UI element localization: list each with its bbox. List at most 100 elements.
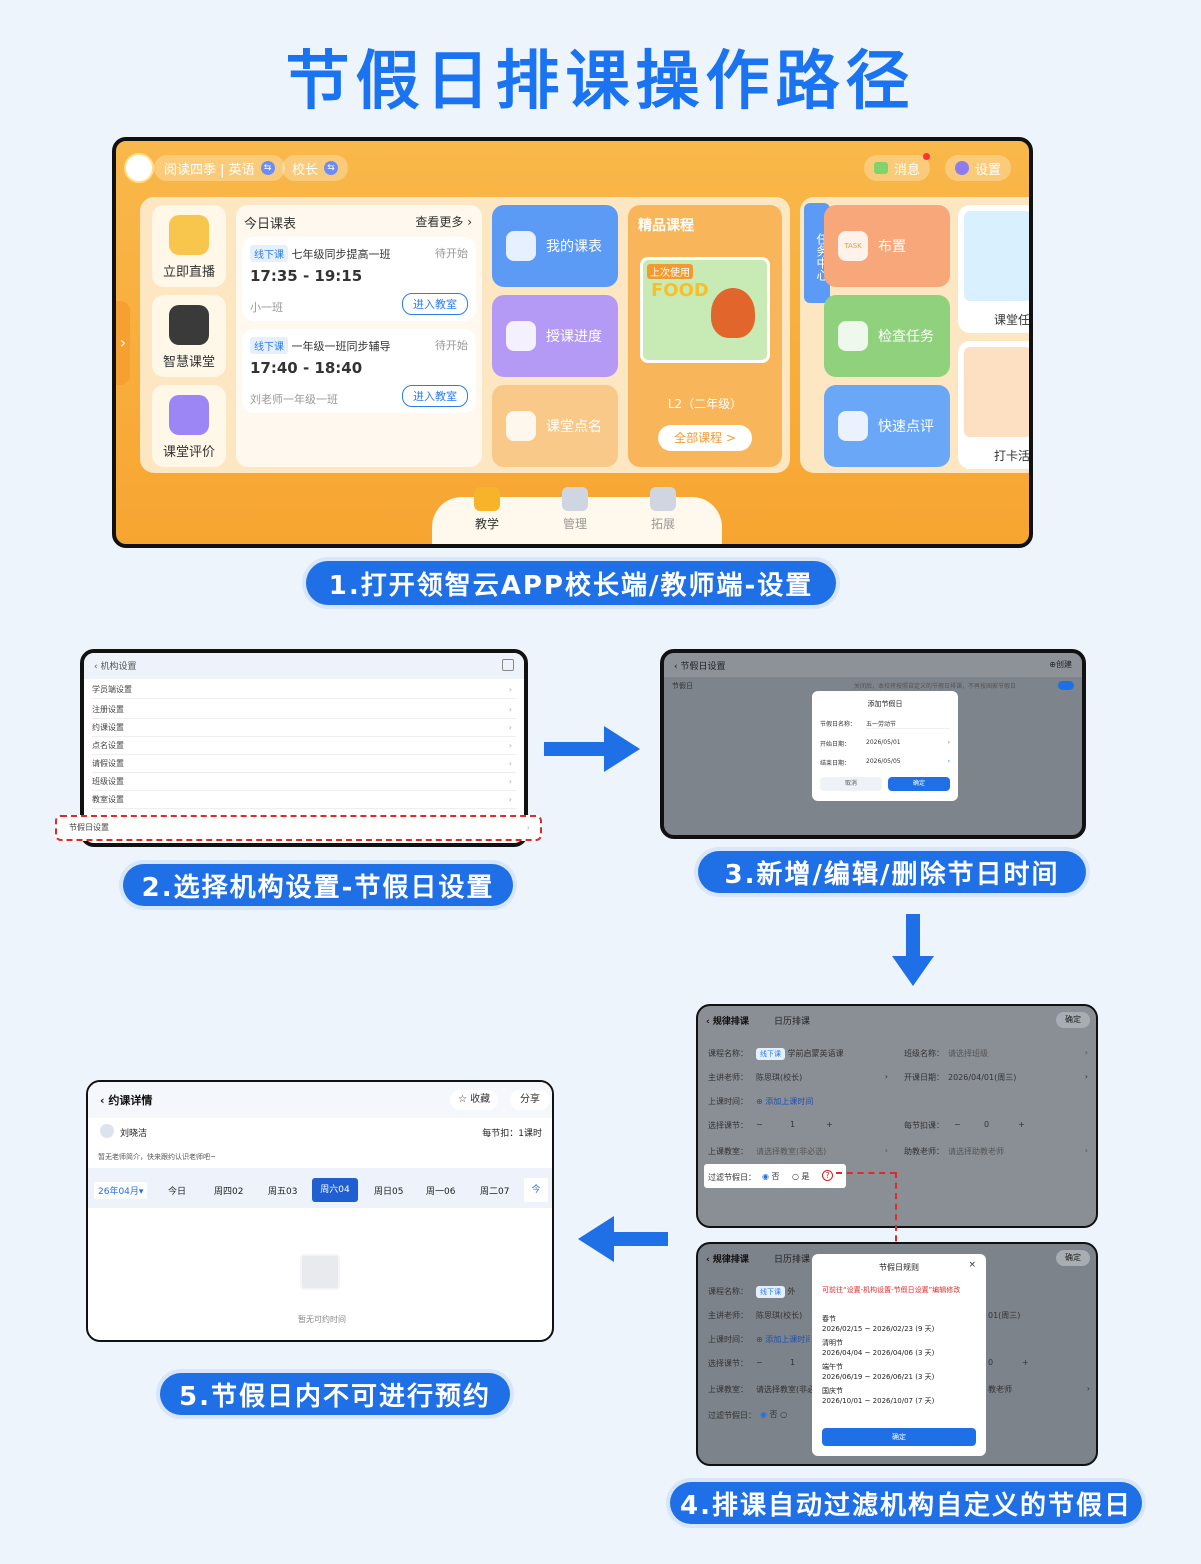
tab-teaching[interactable]: 教学 <box>470 487 504 532</box>
day-tab[interactable]: 今日 <box>168 1187 187 1197</box>
course-field[interactable]: 线下课 外 <box>756 1286 796 1298</box>
all-courses-button[interactable]: 全部课程 > <box>658 425 752 451</box>
day-tab[interactable]: 周日05 <box>374 1187 404 1197</box>
class-select[interactable]: 请选择班级› <box>948 1048 1088 1058</box>
class-review-button[interactable]: 课堂评价 <box>152 385 226 467</box>
collect-button[interactable]: ☆ 收藏 <box>450 1090 499 1110</box>
open-date-picker[interactable]: 01(周三) <box>988 1311 1021 1320</box>
calendar-schedule-tab[interactable]: 日历排课 <box>774 1255 811 1265</box>
book-illustration <box>964 211 1029 301</box>
holiday-name-input[interactable]: 五一劳动节 <box>866 719 950 729</box>
tab-extend[interactable]: 拓展 <box>646 487 680 532</box>
assist-select[interactable]: 教老师› <box>988 1384 1090 1394</box>
day-tab-selected[interactable]: 周六04 <box>312 1178 358 1202</box>
booking-back[interactable]: ‹ 约课详情 <box>100 1094 153 1107</box>
day-tab[interactable]: 周一06 <box>426 1187 456 1197</box>
my-schedule-tile[interactable]: 我的课表 <box>492 205 618 287</box>
confirm-button[interactable]: 确定 <box>1056 1012 1090 1028</box>
ok-button[interactable]: 确定 <box>888 777 950 791</box>
lessons-stepper[interactable]: −1+ <box>756 1120 833 1129</box>
end-date-picker[interactable]: 2026/05/05› <box>866 758 950 765</box>
holiday-back[interactable]: ‹ 节假日设置 <box>674 662 726 672</box>
progress-tile[interactable]: 授课进度 <box>492 295 618 377</box>
month-picker[interactable]: 26年04月▾ <box>94 1182 148 1199</box>
day-tab[interactable]: 周二07 <box>480 1187 510 1197</box>
confirm-button[interactable]: 确定 <box>1056 1250 1090 1266</box>
org-item[interactable]: 班级设置› <box>92 773 516 791</box>
see-more-label: 查看更多 <box>415 215 464 229</box>
filter-no-radio[interactable]: ◉ 否 ○ <box>760 1410 788 1419</box>
create-label: 创建 <box>1056 660 1072 669</box>
open-date-picker[interactable]: 2026/04/01(周三)› <box>948 1072 1088 1082</box>
roll-call-label: 课堂点名 <box>546 419 602 435</box>
regular-schedule-tab[interactable]: ‹ 规律排课 <box>706 1255 749 1265</box>
enter-classroom-button[interactable]: 进入教室 <box>402 293 468 315</box>
roll-call-tile[interactable]: 课堂点名 <box>492 385 618 467</box>
tab-manage[interactable]: 管理 <box>558 487 592 532</box>
course-level: L2（二年级） <box>667 397 743 411</box>
org-item[interactable]: 注册设置› <box>92 701 516 719</box>
deduct-stepper[interactable]: 0+ <box>988 1358 1029 1367</box>
day-tab[interactable]: 周四02 <box>214 1187 244 1197</box>
cancel-button[interactable]: 取消 <box>820 777 882 791</box>
org-header-title[interactable]: ‹ 机构设置 <box>94 662 137 672</box>
holiday-settings-item[interactable]: 节假日设置› <box>55 815 542 841</box>
avatar[interactable] <box>124 153 154 183</box>
checkin-card[interactable]: 打卡活 <box>958 341 1029 469</box>
see-more-link[interactable]: 查看更多 › <box>415 215 472 229</box>
live-icon <box>169 215 209 255</box>
lesson-class: 刘老师一年级一班 <box>250 393 338 406</box>
filter-no-radio[interactable]: ◉ 否 <box>762 1172 780 1181</box>
role-switcher[interactable]: 校长⇆ <box>282 155 349 181</box>
check-icon <box>838 321 868 351</box>
deduct-stepper[interactable]: −0+ <box>954 1120 1025 1129</box>
filter-yes-radio[interactable]: ○ 是 <box>792 1172 810 1181</box>
start-date-picker[interactable]: 2026/05/01› <box>866 739 950 746</box>
course-switcher[interactable]: 阅读四季 | 英语⇆ <box>154 155 285 181</box>
create-button[interactable]: ⊕创建 <box>1049 660 1072 669</box>
org-item[interactable]: 学员端设置› <box>92 681 516 699</box>
teacher-select[interactable]: 陈思琪(校长)› <box>756 1072 888 1082</box>
premium-course-card[interactable]: 精品课程 上次使用 FOOD L2（二年级） 全部课程 > <box>628 205 782 467</box>
org-item[interactable]: 请假设置› <box>92 755 516 773</box>
live-button[interactable]: 立即直播 <box>152 205 226 287</box>
quick-review-tile[interactable]: 快速点评 <box>824 385 950 467</box>
add-time-link[interactable]: ⊕ 添加上课时间 <box>756 1097 814 1106</box>
holiday-toggle[interactable] <box>1058 681 1074 690</box>
holiday-title: 节假日设置 <box>680 662 726 672</box>
class-task-card[interactable]: 课堂任 <box>958 205 1029 333</box>
lesson-card[interactable]: 线下课 七年级同步提高一班 待开始 17:35 - 19:15 小一班 进入教室 <box>242 237 476 321</box>
name-label: 节假日名称： <box>820 721 857 728</box>
expand-handle[interactable]: › <box>116 301 130 385</box>
class-review-label: 课堂评价 <box>162 445 215 460</box>
smart-classroom-button[interactable]: 智慧课堂 <box>152 295 226 377</box>
teaching-icon <box>474 487 500 511</box>
regular-schedule-tab[interactable]: ‹ 规律排课 <box>706 1017 749 1027</box>
add-time-link[interactable]: ⊕ 添加上课时间 <box>756 1335 810 1344</box>
room-select[interactable]: 请选择教室(非必选)› <box>756 1146 888 1156</box>
check-task-tile[interactable]: 检查任务 <box>824 295 950 377</box>
org-item[interactable]: 点名设置› <box>92 737 516 755</box>
share-button[interactable]: 分享 <box>510 1090 550 1110</box>
settings-button[interactable]: 设置 <box>945 155 1012 181</box>
messages-button[interactable]: 消息 <box>864 153 931 181</box>
teacher-select[interactable]: 陈思琪(校长) <box>756 1311 803 1320</box>
room-select[interactable]: 请选择教室(非必选) <box>756 1385 812 1394</box>
course-tag: 线下课 <box>756 1048 785 1060</box>
course-field[interactable]: 线下课 学前启蒙英语课 <box>756 1048 844 1060</box>
close-icon[interactable]: × <box>968 1260 976 1270</box>
rules-ok-button[interactable]: 确定 <box>822 1428 976 1446</box>
calendar-schedule-tab[interactable]: 日历排课 <box>774 1017 811 1027</box>
today-button[interactable]: 今 <box>524 1178 548 1202</box>
scan-icon[interactable] <box>502 659 514 671</box>
holiday-range: 2026/02/15 ~ 2026/02/23 (9 天) <box>822 1325 935 1333</box>
day-tab[interactable]: 周五03 <box>268 1187 298 1197</box>
org-item[interactable]: 约课设置› <box>92 719 516 737</box>
enter-classroom-button[interactable]: 进入教室 <box>402 385 468 407</box>
help-icon[interactable]: ? <box>822 1170 833 1181</box>
assist-select[interactable]: 请选择助教老师› <box>948 1146 1088 1156</box>
org-item[interactable]: 教室设置› <box>92 791 516 809</box>
lessons-stepper[interactable]: −1 <box>756 1358 796 1367</box>
lesson-card[interactable]: 线下课 一年级一班同步辅导 待开始 17:40 - 18:40 刘老师一年级一班… <box>242 329 476 413</box>
